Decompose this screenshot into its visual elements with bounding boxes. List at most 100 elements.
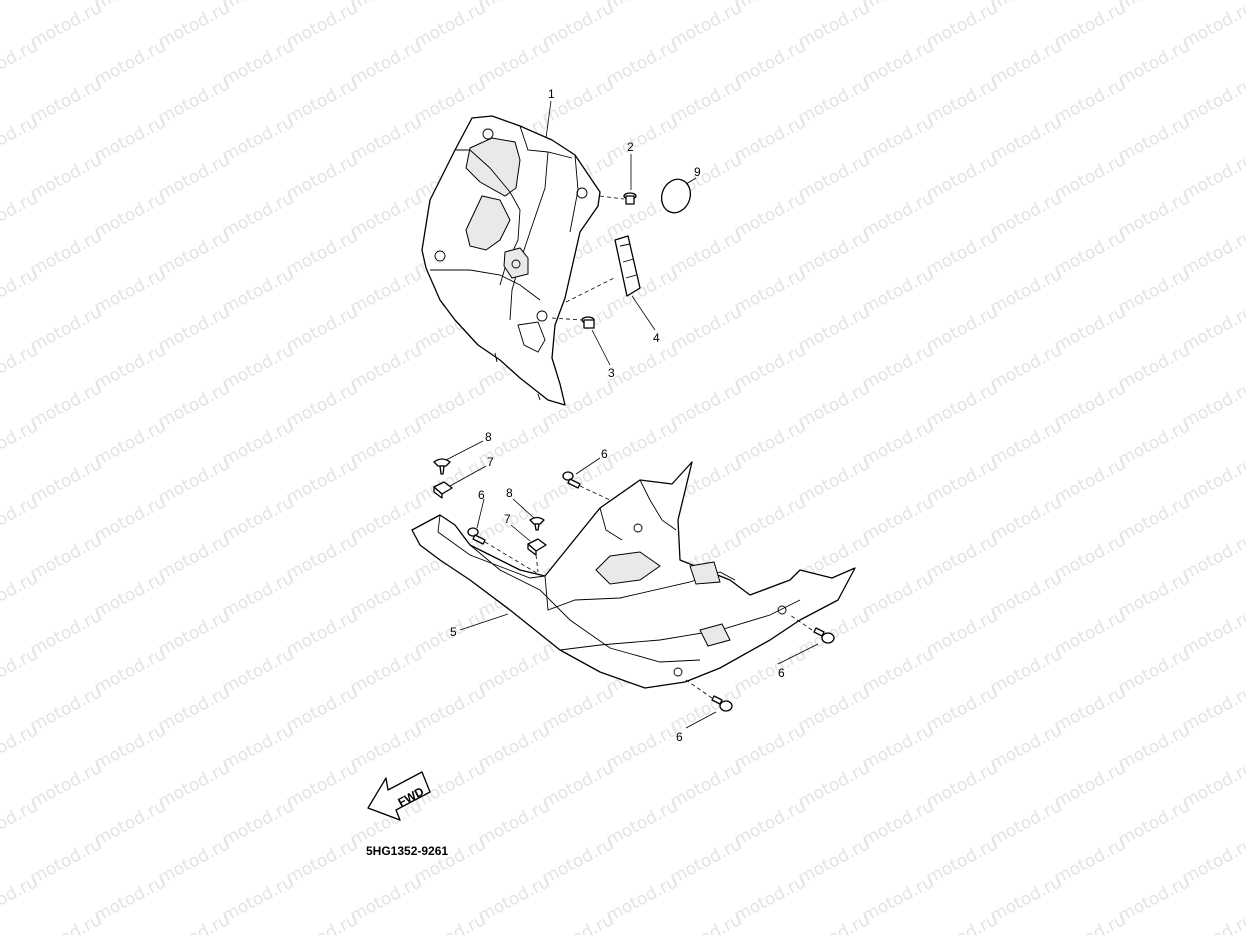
watermark-text: motod.ru bbox=[1179, 758, 1246, 812]
watermark-text: motod.ru bbox=[987, 188, 1065, 242]
watermark-text: motod.ru bbox=[539, 454, 617, 508]
leader-lines bbox=[445, 100, 819, 729]
watermark-text: motod.ru bbox=[987, 720, 1065, 774]
watermark-text: motod.ru bbox=[91, 416, 169, 470]
watermark-text: motod.ru bbox=[283, 302, 361, 356]
watermark-text: motod.ru bbox=[1115, 416, 1193, 470]
watermark-text: motod.ru bbox=[667, 0, 745, 52]
watermark-text: motod.ru bbox=[859, 492, 937, 546]
watermark-text: motod.ru bbox=[1115, 492, 1193, 546]
part-8-clip-upper bbox=[433, 458, 451, 475]
watermark-text: motod.ru bbox=[731, 416, 809, 470]
watermark-text: motod.ru bbox=[1179, 226, 1246, 280]
watermark-text: motod.ru bbox=[1179, 378, 1246, 432]
part-4-bracket bbox=[614, 235, 641, 297]
watermark-text: motod.ru bbox=[1179, 834, 1246, 888]
watermark-text: motod.ru bbox=[27, 454, 105, 508]
watermark-text: motod.ru bbox=[0, 872, 41, 926]
callout-5: 5 bbox=[450, 625, 457, 639]
watermark-text: motod.ru bbox=[795, 758, 873, 812]
watermark-text: motod.ru bbox=[1115, 264, 1193, 318]
watermark-text: motod.ru bbox=[795, 226, 873, 280]
part-1-leg-shield bbox=[421, 115, 601, 406]
watermark-text: motod.ru bbox=[0, 0, 41, 14]
watermark-text: motod.ru bbox=[155, 302, 233, 356]
watermark-text: motod.ru bbox=[923, 226, 1001, 280]
watermark-text: motod.ru bbox=[667, 834, 745, 888]
watermark-text: motod.ru bbox=[91, 720, 169, 774]
watermark-text: motod.ru bbox=[539, 0, 617, 52]
callout-2: 2 bbox=[627, 140, 634, 154]
part-8-clip-lower bbox=[529, 516, 545, 531]
watermark-text: motod.ru bbox=[731, 796, 809, 850]
watermark-text: motod.ru bbox=[923, 0, 1001, 52]
watermark-text: motod.ru bbox=[219, 416, 297, 470]
watermark-text: motod.ru bbox=[347, 340, 425, 394]
watermark-text: motod.ru bbox=[795, 0, 873, 52]
watermark-text: motod.ru bbox=[155, 74, 233, 128]
watermark-text: motod.ru bbox=[155, 0, 233, 52]
watermark-text: motod.ru bbox=[731, 188, 809, 242]
callout-3: 3 bbox=[608, 366, 615, 380]
watermark-text: motod.ru bbox=[1179, 606, 1246, 660]
watermark-text: motod.ru bbox=[667, 74, 745, 128]
watermark-text: motod.ru bbox=[27, 302, 105, 356]
watermark-text: motod.ru bbox=[347, 264, 425, 318]
part-3-screw bbox=[581, 316, 595, 329]
watermark-text: motod.ru bbox=[283, 834, 361, 888]
watermark-text: motod.ru bbox=[219, 36, 297, 90]
watermark-text: motod.ru bbox=[795, 910, 873, 935]
part-6-screw-right bbox=[813, 627, 835, 644]
watermark-text: motod.ru bbox=[475, 36, 553, 90]
callout-6-upper-left: 6 bbox=[478, 488, 485, 502]
watermark-text: motod.ru bbox=[987, 644, 1065, 698]
watermark-text: motod.ru bbox=[859, 720, 937, 774]
watermark-text: motod.ru bbox=[27, 150, 105, 204]
watermark-text: motod.ru bbox=[1051, 150, 1129, 204]
watermark-text: motod.ru bbox=[1115, 340, 1193, 394]
watermark-text: motod.ru bbox=[27, 378, 105, 432]
watermark-text: motod.ru bbox=[347, 36, 425, 90]
watermark-text: motod.ru bbox=[155, 454, 233, 508]
watermark-text: motod.ru bbox=[667, 302, 745, 356]
watermark-text: motod.ru bbox=[1115, 188, 1193, 242]
watermark-text: motod.ru bbox=[91, 796, 169, 850]
watermark-text: motod.ru bbox=[859, 36, 937, 90]
watermark-text: motod.ru bbox=[1115, 568, 1193, 622]
watermark-text: motod.ru bbox=[27, 758, 105, 812]
watermark-text: motod.ru bbox=[283, 530, 361, 584]
watermark-text: motod.ru bbox=[219, 492, 297, 546]
watermark-text: motod.ru bbox=[155, 834, 233, 888]
watermark-text: motod.ru bbox=[1179, 454, 1246, 508]
watermark-text: motod.ru bbox=[795, 454, 873, 508]
watermark-text: motod.ru bbox=[1051, 530, 1129, 584]
watermark-text: motod.ru bbox=[91, 568, 169, 622]
watermark-text: motod.ru bbox=[1115, 644, 1193, 698]
watermark-text: motod.ru bbox=[731, 720, 809, 774]
watermark-text: motod.ru bbox=[923, 910, 1001, 935]
diagram-code: 5HG1352-9261 bbox=[366, 844, 449, 858]
watermark-text: motod.ru bbox=[987, 264, 1065, 318]
watermark-text: motod.ru bbox=[1051, 302, 1129, 356]
part-6-screw-left bbox=[467, 527, 486, 545]
watermark-text: motod.ru bbox=[219, 340, 297, 394]
watermark-text: motod.ru bbox=[1179, 150, 1246, 204]
callout-4: 4 bbox=[653, 331, 660, 345]
watermark-text: motod.ru bbox=[347, 416, 425, 470]
watermark-text: motod.ru bbox=[91, 112, 169, 166]
part-2-screw bbox=[623, 192, 637, 205]
watermark-text: motod.ru bbox=[411, 834, 489, 888]
watermark-text: motod.ru bbox=[283, 758, 361, 812]
watermark-text: motod.ru bbox=[923, 150, 1001, 204]
watermark-text: motod.ru bbox=[987, 872, 1065, 926]
watermark-text: motod.ru bbox=[283, 74, 361, 128]
watermark-text: motod.ru bbox=[987, 416, 1065, 470]
part-6-screw-upper bbox=[562, 471, 581, 489]
watermark-text: motod.ru bbox=[0, 492, 41, 546]
watermark-text: motod.ru bbox=[1115, 796, 1193, 850]
watermark-text: motod.ru bbox=[1051, 226, 1129, 280]
watermark-text: motod.ru bbox=[795, 302, 873, 356]
part-7-nut-lower bbox=[527, 538, 547, 556]
watermark-text: motod.ru bbox=[923, 378, 1001, 432]
